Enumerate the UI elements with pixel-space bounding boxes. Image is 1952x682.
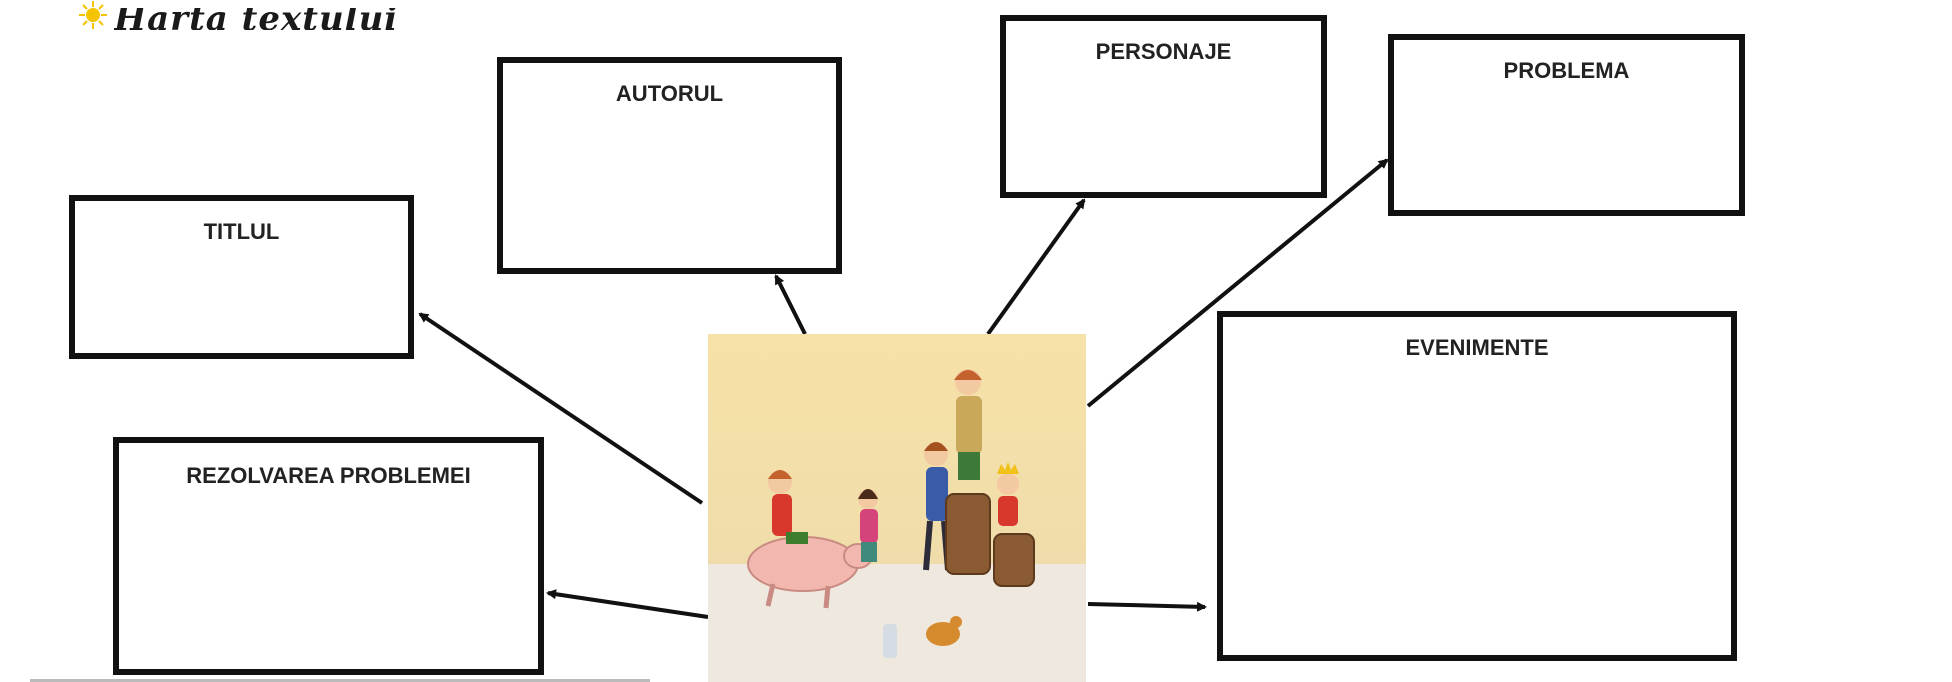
titlul-box: TITLUL bbox=[69, 195, 414, 359]
titlul-label: TITLUL bbox=[203, 219, 280, 244]
evenimente-label: EVENIMENTE bbox=[1405, 335, 1549, 360]
arrow-to-problema bbox=[1086, 158, 1389, 408]
story-illustration bbox=[708, 334, 1086, 682]
problema-box: PROBLEMA bbox=[1388, 34, 1745, 216]
personaje-label: PERSONAJE bbox=[1095, 39, 1232, 64]
personaje-box: PERSONAJE bbox=[1000, 15, 1327, 198]
arrow-to-rezolvarea bbox=[546, 589, 709, 619]
rezolvarea-problemei-box: REZOLVAREA PROBLEMEI bbox=[113, 437, 544, 675]
rezolvarea-problemei-label: REZOLVAREA PROBLEMEI bbox=[186, 463, 471, 488]
problema-label: PROBLEMA bbox=[1503, 58, 1630, 83]
arrow-to-personaje bbox=[986, 198, 1086, 336]
bottom-divider bbox=[30, 679, 650, 682]
autorul-label: AUTORUL bbox=[615, 81, 724, 106]
sun-icon bbox=[79, 1, 107, 29]
worksheet-header: Harta textului bbox=[78, 0, 398, 30]
autorul-box: AUTORUL bbox=[497, 57, 842, 274]
worksheet-title: Harta textului bbox=[114, 8, 399, 30]
arrow-to-autorul bbox=[774, 274, 807, 335]
arrow-to-titlul bbox=[418, 312, 704, 505]
arrow-to-evenimente bbox=[1087, 601, 1207, 612]
evenimente-box: EVENIMENTE bbox=[1217, 311, 1737, 661]
